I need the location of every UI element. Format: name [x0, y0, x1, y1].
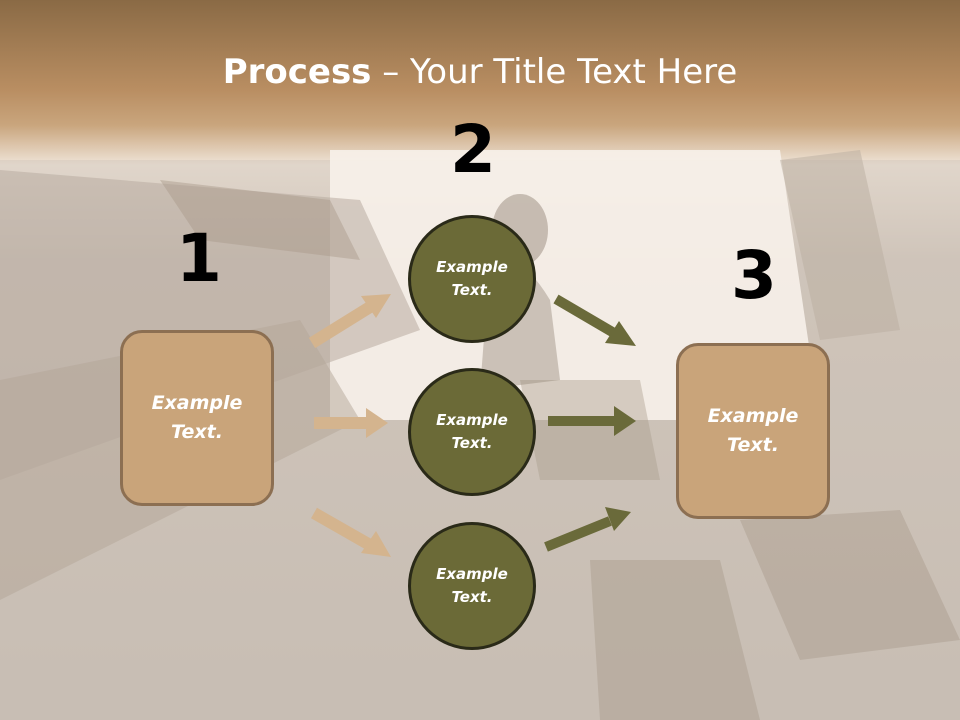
title-bold: Process: [222, 52, 372, 92]
circle-1-text: Example Text.: [436, 258, 508, 299]
step-number-2: 2: [450, 111, 496, 188]
left-box: Example Text.: [120, 330, 274, 506]
right-box: Example Text.: [676, 343, 830, 519]
circle-2-text: Example Text.: [436, 411, 508, 452]
right-box-text: Example Text.: [707, 405, 799, 456]
title-rest: – Your Title Text Here: [371, 52, 738, 92]
circle-3: Example Text.: [408, 522, 536, 650]
arrow-from-circle-1: [553, 294, 636, 346]
circle-2: Example Text.: [408, 368, 536, 496]
slide-title: Process – Your Title Text Here: [0, 52, 960, 92]
arrow-to-circle-3: [311, 507, 391, 557]
arrow-to-circle-2: [314, 408, 388, 438]
arrow-to-circle-1: [308, 294, 391, 349]
arrow-from-circle-3: [544, 507, 631, 552]
arrow-from-circle-2: [548, 406, 636, 436]
step-number-3: 3: [731, 237, 777, 314]
circle-1: Example Text.: [408, 215, 536, 343]
step-number-1: 1: [176, 220, 222, 297]
circle-3-text: Example Text.: [436, 565, 508, 606]
left-box-text: Example Text.: [151, 392, 243, 443]
